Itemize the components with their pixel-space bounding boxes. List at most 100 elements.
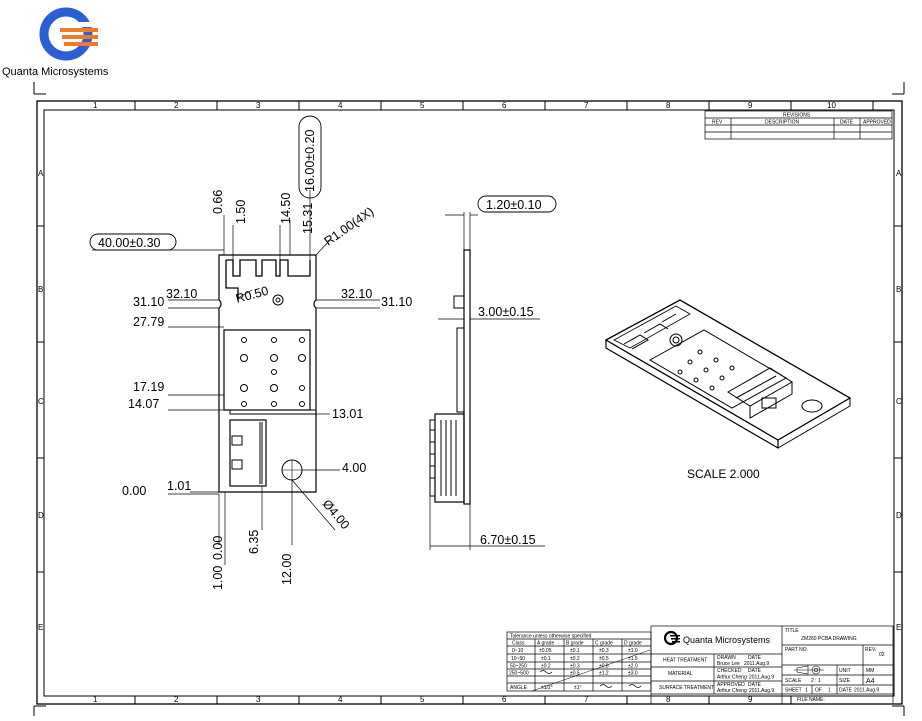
logo-ring-icon (39, 7, 93, 61)
top-view-dimensions: 40.00±0.30 0.66 1.50 14.50 15.31 16.00±0… (89, 115, 412, 590)
dim-31-10-left: 31.10 (133, 295, 164, 309)
company-name: Quanta Microsystems (2, 66, 109, 78)
tolerance-table-text: Tolerance unless otherwise specified Cla… (509, 634, 642, 692)
material-label: MATERIAL (668, 671, 693, 677)
tolerance-cell: ±0.1 (541, 656, 551, 662)
dim-1-20: 1.20±0.10 (486, 198, 542, 212)
dim-6-70: 6.70±0.15 (480, 533, 536, 547)
rev-value: 02 (879, 652, 885, 658)
dim-r1: R1.00(4X) (322, 204, 377, 248)
col-label: 3 (256, 101, 261, 110)
checked-label: CHECKED (717, 668, 742, 674)
col-label-bottom: 3 (256, 695, 261, 704)
row-label: D (896, 511, 902, 520)
tolerance-cell: ±0.2 (541, 664, 551, 670)
revisions-table (704, 110, 893, 140)
date-label: DATE (748, 682, 762, 688)
approved-date: 2011.Aug.9 (749, 688, 774, 694)
dim-1-01: 1.01 (167, 479, 191, 493)
scale-note: SCALE 2.000 (687, 467, 760, 481)
scale-value: 2 : 1 (811, 678, 821, 684)
dim-6-35: 6.35 (247, 530, 261, 554)
date2-value: 2011.Aug.9 (854, 688, 879, 694)
column-labels: 1 2 3 4 5 6 7 8 9 10 1 2 3 4 5 6 7 8 9 (93, 101, 836, 704)
drawn-by: Bruce Lee (717, 661, 740, 667)
dim-phi-4: Ø4.00 (320, 497, 353, 532)
pcb-top-view (218, 254, 317, 493)
tolerance-cell: ±0.3 (599, 648, 609, 654)
dim-15-31: 15.31 (301, 203, 315, 234)
row-label: D (38, 511, 44, 520)
rev-label: REV. (865, 647, 876, 653)
revisions-header: APPROVED (863, 120, 891, 126)
dim-3-00: 3.00±0.15 (478, 305, 534, 319)
tolerance-cell: ANGLE (510, 685, 528, 691)
tolerance-cell: 50~250 (510, 664, 527, 670)
tilde-icon (628, 684, 642, 688)
col-label-bottom: 2 (174, 695, 179, 704)
tolerance-cell: ±0.05 (539, 648, 552, 654)
company-logo: Quanta Microsystems (2, 7, 109, 78)
col-label: 5 (420, 101, 425, 110)
dim-14-07: 14.07 (128, 397, 159, 411)
drawn-label: DRAWN (717, 655, 736, 661)
row-label: E (38, 623, 43, 632)
date-label: DATE (748, 655, 762, 661)
of-label: OF (815, 688, 822, 694)
tolerance-header: A grade (537, 641, 554, 647)
tolerance-cell: ±3.0 (628, 671, 638, 677)
row-label: C (38, 397, 44, 406)
col-label-bottom: 5 (420, 695, 425, 704)
dim-4-00: 4.00 (342, 461, 366, 475)
scale-label: SCALE (785, 678, 802, 684)
tolerance-header: C grade (595, 641, 613, 647)
revisions-header: REV (712, 120, 723, 126)
dim-0-00-h: 0.00 (122, 484, 146, 498)
dim-14-50: 14.50 (279, 193, 293, 224)
size-value: A4 (866, 678, 875, 685)
row-label: B (896, 285, 901, 294)
size-label: SIZE (839, 678, 851, 684)
col-label: 8 (666, 101, 671, 110)
row-label: B (38, 285, 43, 294)
row-label: E (896, 623, 901, 632)
row-label: A (896, 169, 902, 178)
col-label-bottom: 4 (338, 695, 343, 704)
dim-16: 16.00±0.20 (303, 129, 317, 192)
revisions-title: REVISIONS (783, 113, 811, 119)
approved-by: Arthur Cheng (717, 688, 747, 694)
date2-label: DATE (839, 688, 853, 694)
tolerance-header: B grade (566, 641, 584, 647)
drawing-title: ZM260 PCBA DRAWING (801, 636, 857, 642)
col-label: 7 (584, 101, 589, 110)
title-block-logo: Quanta Microsystems (663, 630, 771, 646)
row-label: C (896, 397, 902, 406)
side-view-dimensions: 1.20±0.10 3.00±0.15 6.70±0.15 (477, 195, 557, 547)
part-no-label: PART NO. (785, 647, 808, 653)
dim-17-19: 17.19 (133, 380, 164, 394)
checked-date: 2011.Aug.9 (749, 675, 774, 681)
side-view-dimension-lines (429, 212, 545, 550)
heat-treatment-label: HEAT TREATMENT (663, 658, 707, 664)
tolerance-cell: ±0.3 (570, 664, 580, 670)
approved-label: APPROVED (717, 682, 745, 688)
dim-12-00: 12.00 (280, 554, 294, 585)
dim-r0-50: R0.50 (234, 284, 270, 306)
dim-0-00-v: 0.00 (211, 536, 225, 560)
title-label: TITLE (785, 628, 799, 634)
dim-32-10-right: 32.10 (341, 287, 372, 301)
tolerance-cell: ±2.0 (628, 664, 638, 670)
sheet-frame (33, 82, 905, 716)
sheet-value: 1 (805, 688, 808, 694)
logo-bar-icon (62, 35, 98, 39)
col-label: 1 (93, 101, 98, 110)
dim-0-66: 0.66 (211, 190, 225, 214)
title-block-company: Quanta Microsystems (683, 635, 771, 645)
tolerance-cell: 250~500 (509, 671, 529, 677)
title-block (650, 625, 894, 705)
col-label: 2 (174, 101, 179, 110)
tolerance-header: D grade (624, 641, 642, 647)
tolerance-cell: ±1.0 (628, 648, 638, 654)
dim-1-00: 1.00 (211, 566, 225, 590)
